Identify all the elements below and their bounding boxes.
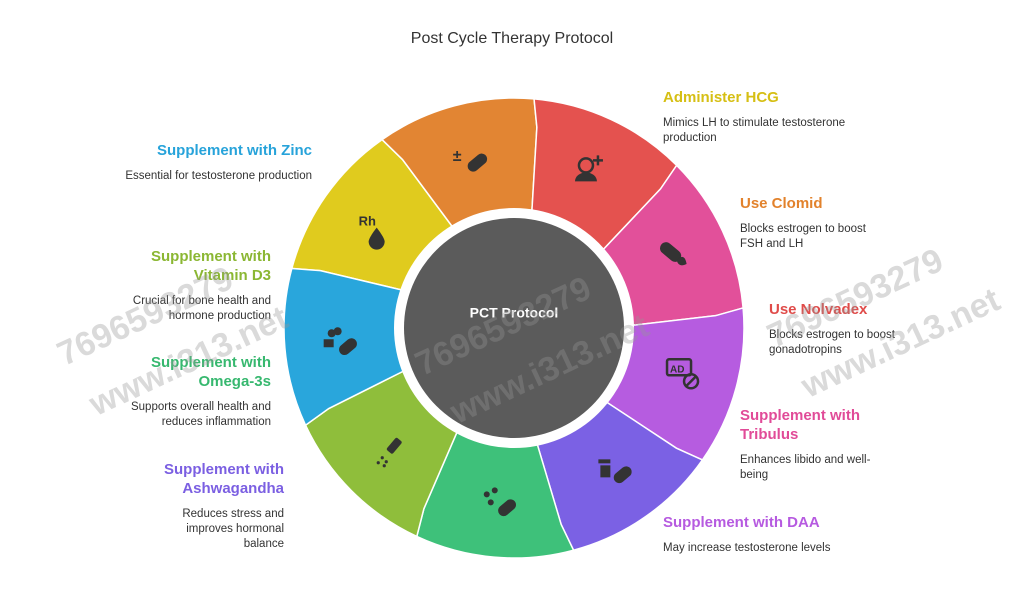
label-desc: Reduces stress and improves hormonal bal…	[182, 508, 284, 550]
label-ashwagandha: Supplement with Ashwagandha Reduces stre…	[84, 460, 284, 552]
svg-text:Rh: Rh	[359, 214, 376, 229]
label-hcg: Administer HCG Mimics LH to stimulate te…	[663, 88, 863, 146]
pills-icon	[323, 327, 357, 356]
page-title: Post Cycle Therapy Protocol	[410, 30, 614, 47]
label-desc: Mimics LH to stimulate testosterone prod…	[663, 117, 846, 144]
label-desc: Enhances libido and well-being	[740, 454, 871, 481]
label-title: Use Clomid	[740, 195, 823, 212]
svg-text:±: ±	[453, 148, 462, 165]
label-title: Use Nolvadex	[769, 301, 868, 318]
label-nolvadex: Use Nolvadex Blocks estrogen to boost go…	[769, 300, 909, 358]
center-label: PCT Protocol	[470, 305, 559, 321]
capsules-icon	[483, 487, 517, 517]
pill-leaf-icon	[660, 242, 687, 266]
svg-text:AD: AD	[670, 364, 684, 375]
label-desc: Essential for testosterone production	[125, 170, 312, 182]
label-title: Administer HCG	[663, 89, 779, 106]
label-tribulus: Supplement with Tribulus Enhances libido…	[740, 406, 880, 483]
label-desc: Blocks estrogen to boost gonadotropins	[769, 329, 895, 356]
ad-no-icon: AD	[665, 358, 700, 390]
woman-plus-icon	[574, 155, 603, 182]
rh-blood-drop-icon: Rh	[359, 214, 385, 250]
label-title: Supplement with Tribulus	[740, 407, 860, 443]
label-zinc: Supplement with Zinc Essential for testo…	[112, 141, 312, 184]
label-title: Supplement with Ashwagandha	[164, 461, 284, 497]
center-disc	[404, 218, 624, 438]
label-title: Supplement with Vitamin D3	[151, 248, 271, 284]
label-title: Supplement with DAA	[663, 514, 820, 531]
label-title: Supplement with Zinc	[156, 142, 312, 159]
label-desc: Supports overall health and reduces infl…	[130, 401, 271, 428]
label-desc: May increase testosterone levels	[663, 542, 831, 554]
label-vitamin-d3: Supplement with Vitamin D3 Crucial for b…	[111, 247, 271, 324]
label-title: Supplement with Omega-3s	[151, 354, 271, 390]
powder-vial-icon	[376, 437, 402, 468]
label-clomid: Use Clomid Blocks estrogen to boost FSH …	[740, 194, 890, 252]
label-desc: Crucial for bone health and hormone prod…	[132, 295, 271, 322]
bottle-pill-icon	[598, 459, 632, 484]
plus-minus-pill-icon: ±	[453, 148, 488, 172]
label-daa: Supplement with DAA May increase testost…	[663, 513, 883, 556]
label-desc: Blocks estrogen to boost FSH and LH	[740, 223, 866, 250]
label-omega3: Supplement with Omega-3s Supports overal…	[111, 353, 271, 430]
